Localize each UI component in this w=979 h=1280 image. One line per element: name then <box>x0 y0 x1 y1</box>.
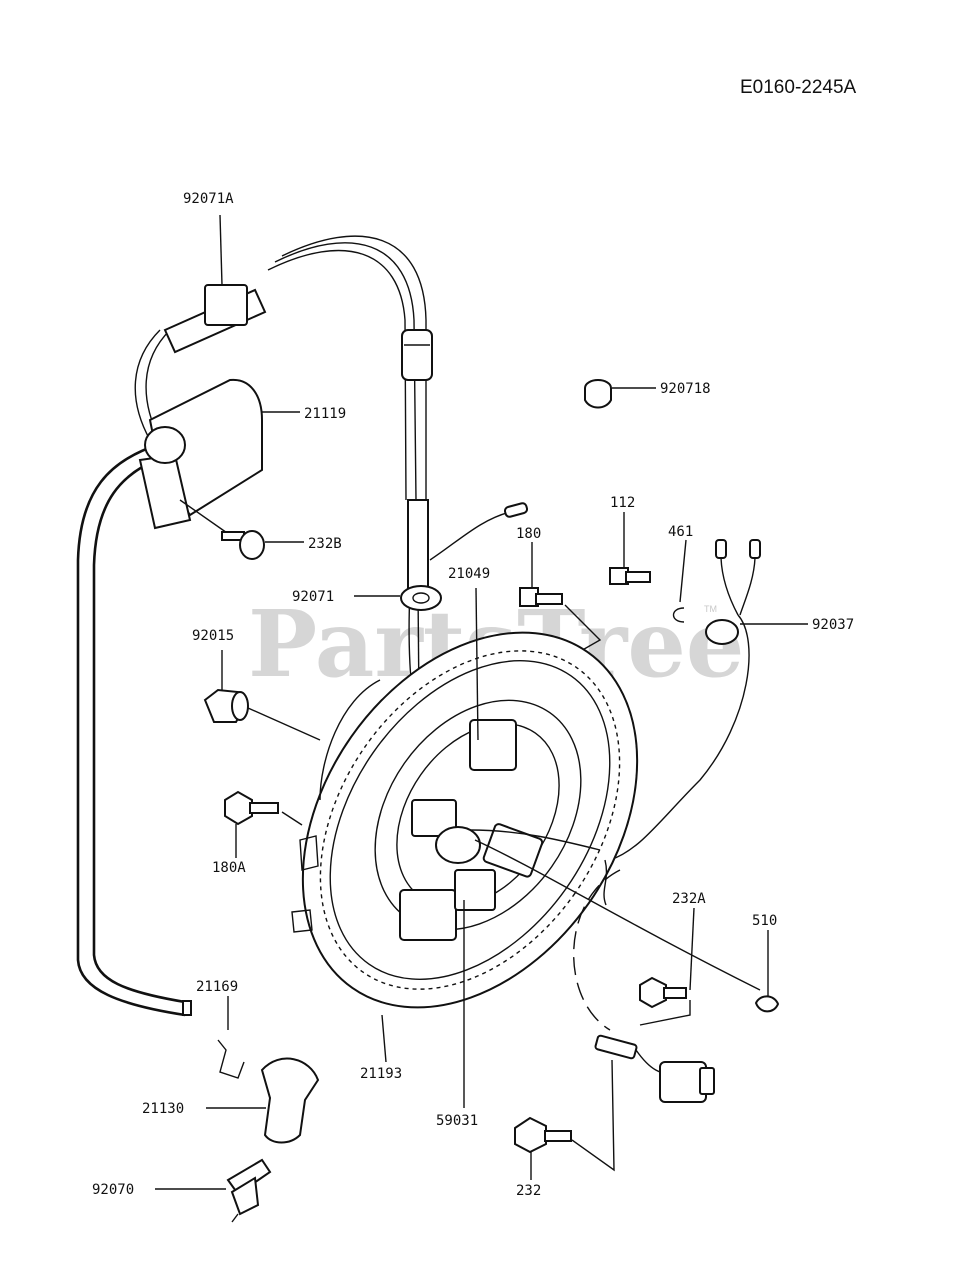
label-180a: 180A <box>212 860 246 876</box>
label-92071: 92071 <box>292 589 334 605</box>
bolt-180a <box>224 790 303 858</box>
screw-232b <box>179 499 304 560</box>
label-461: 461 <box>668 524 693 540</box>
clamp-92071a <box>163 214 267 354</box>
high-tension-lead <box>76 442 192 1017</box>
diagram-code: E0160-2245A <box>740 77 857 98</box>
label-21169: 21169 <box>196 979 238 995</box>
nut-92015 <box>203 650 321 741</box>
lead-wire-92037 <box>609 539 808 861</box>
trademark-mark: TM <box>704 604 717 614</box>
plug-cap-21130 <box>206 1057 320 1144</box>
label-232b: 232B <box>308 536 342 552</box>
label-232: 232 <box>516 1183 541 1199</box>
label-21049: 21049 <box>448 566 490 582</box>
clip-461 <box>672 539 687 623</box>
leader-21049 <box>475 587 479 741</box>
label-510: 510 <box>752 913 777 929</box>
bolt-112 <box>609 512 651 585</box>
bolt-232a <box>639 907 695 1026</box>
label-92071a: 92071A <box>183 191 234 207</box>
leader-21193 <box>381 1014 387 1063</box>
pulser-assembly <box>573 869 715 1103</box>
bolt-232 <box>514 1059 615 1180</box>
label-92070: 92070 <box>92 1182 134 1198</box>
label-21193: 21193 <box>360 1066 402 1082</box>
label-92037: 92037 <box>812 617 854 633</box>
label-180: 180 <box>516 526 541 542</box>
flywheel-assembly <box>291 631 761 1009</box>
grommet-920718 <box>584 379 656 409</box>
ignition-coil <box>138 378 300 530</box>
label-21130: 21130 <box>142 1101 184 1117</box>
label-112: 112 <box>610 495 635 511</box>
label-59031: 59031 <box>436 1113 478 1129</box>
grommet-92071 <box>354 585 442 611</box>
label-21119: 21119 <box>304 406 346 422</box>
label-92015: 92015 <box>192 628 234 644</box>
key-510 <box>754 930 780 1013</box>
label-232a: 232A <box>672 891 706 907</box>
spark-plug-92070 <box>155 1158 272 1223</box>
label-920718: 920718 <box>660 381 711 397</box>
clip-21169 <box>217 996 245 1079</box>
